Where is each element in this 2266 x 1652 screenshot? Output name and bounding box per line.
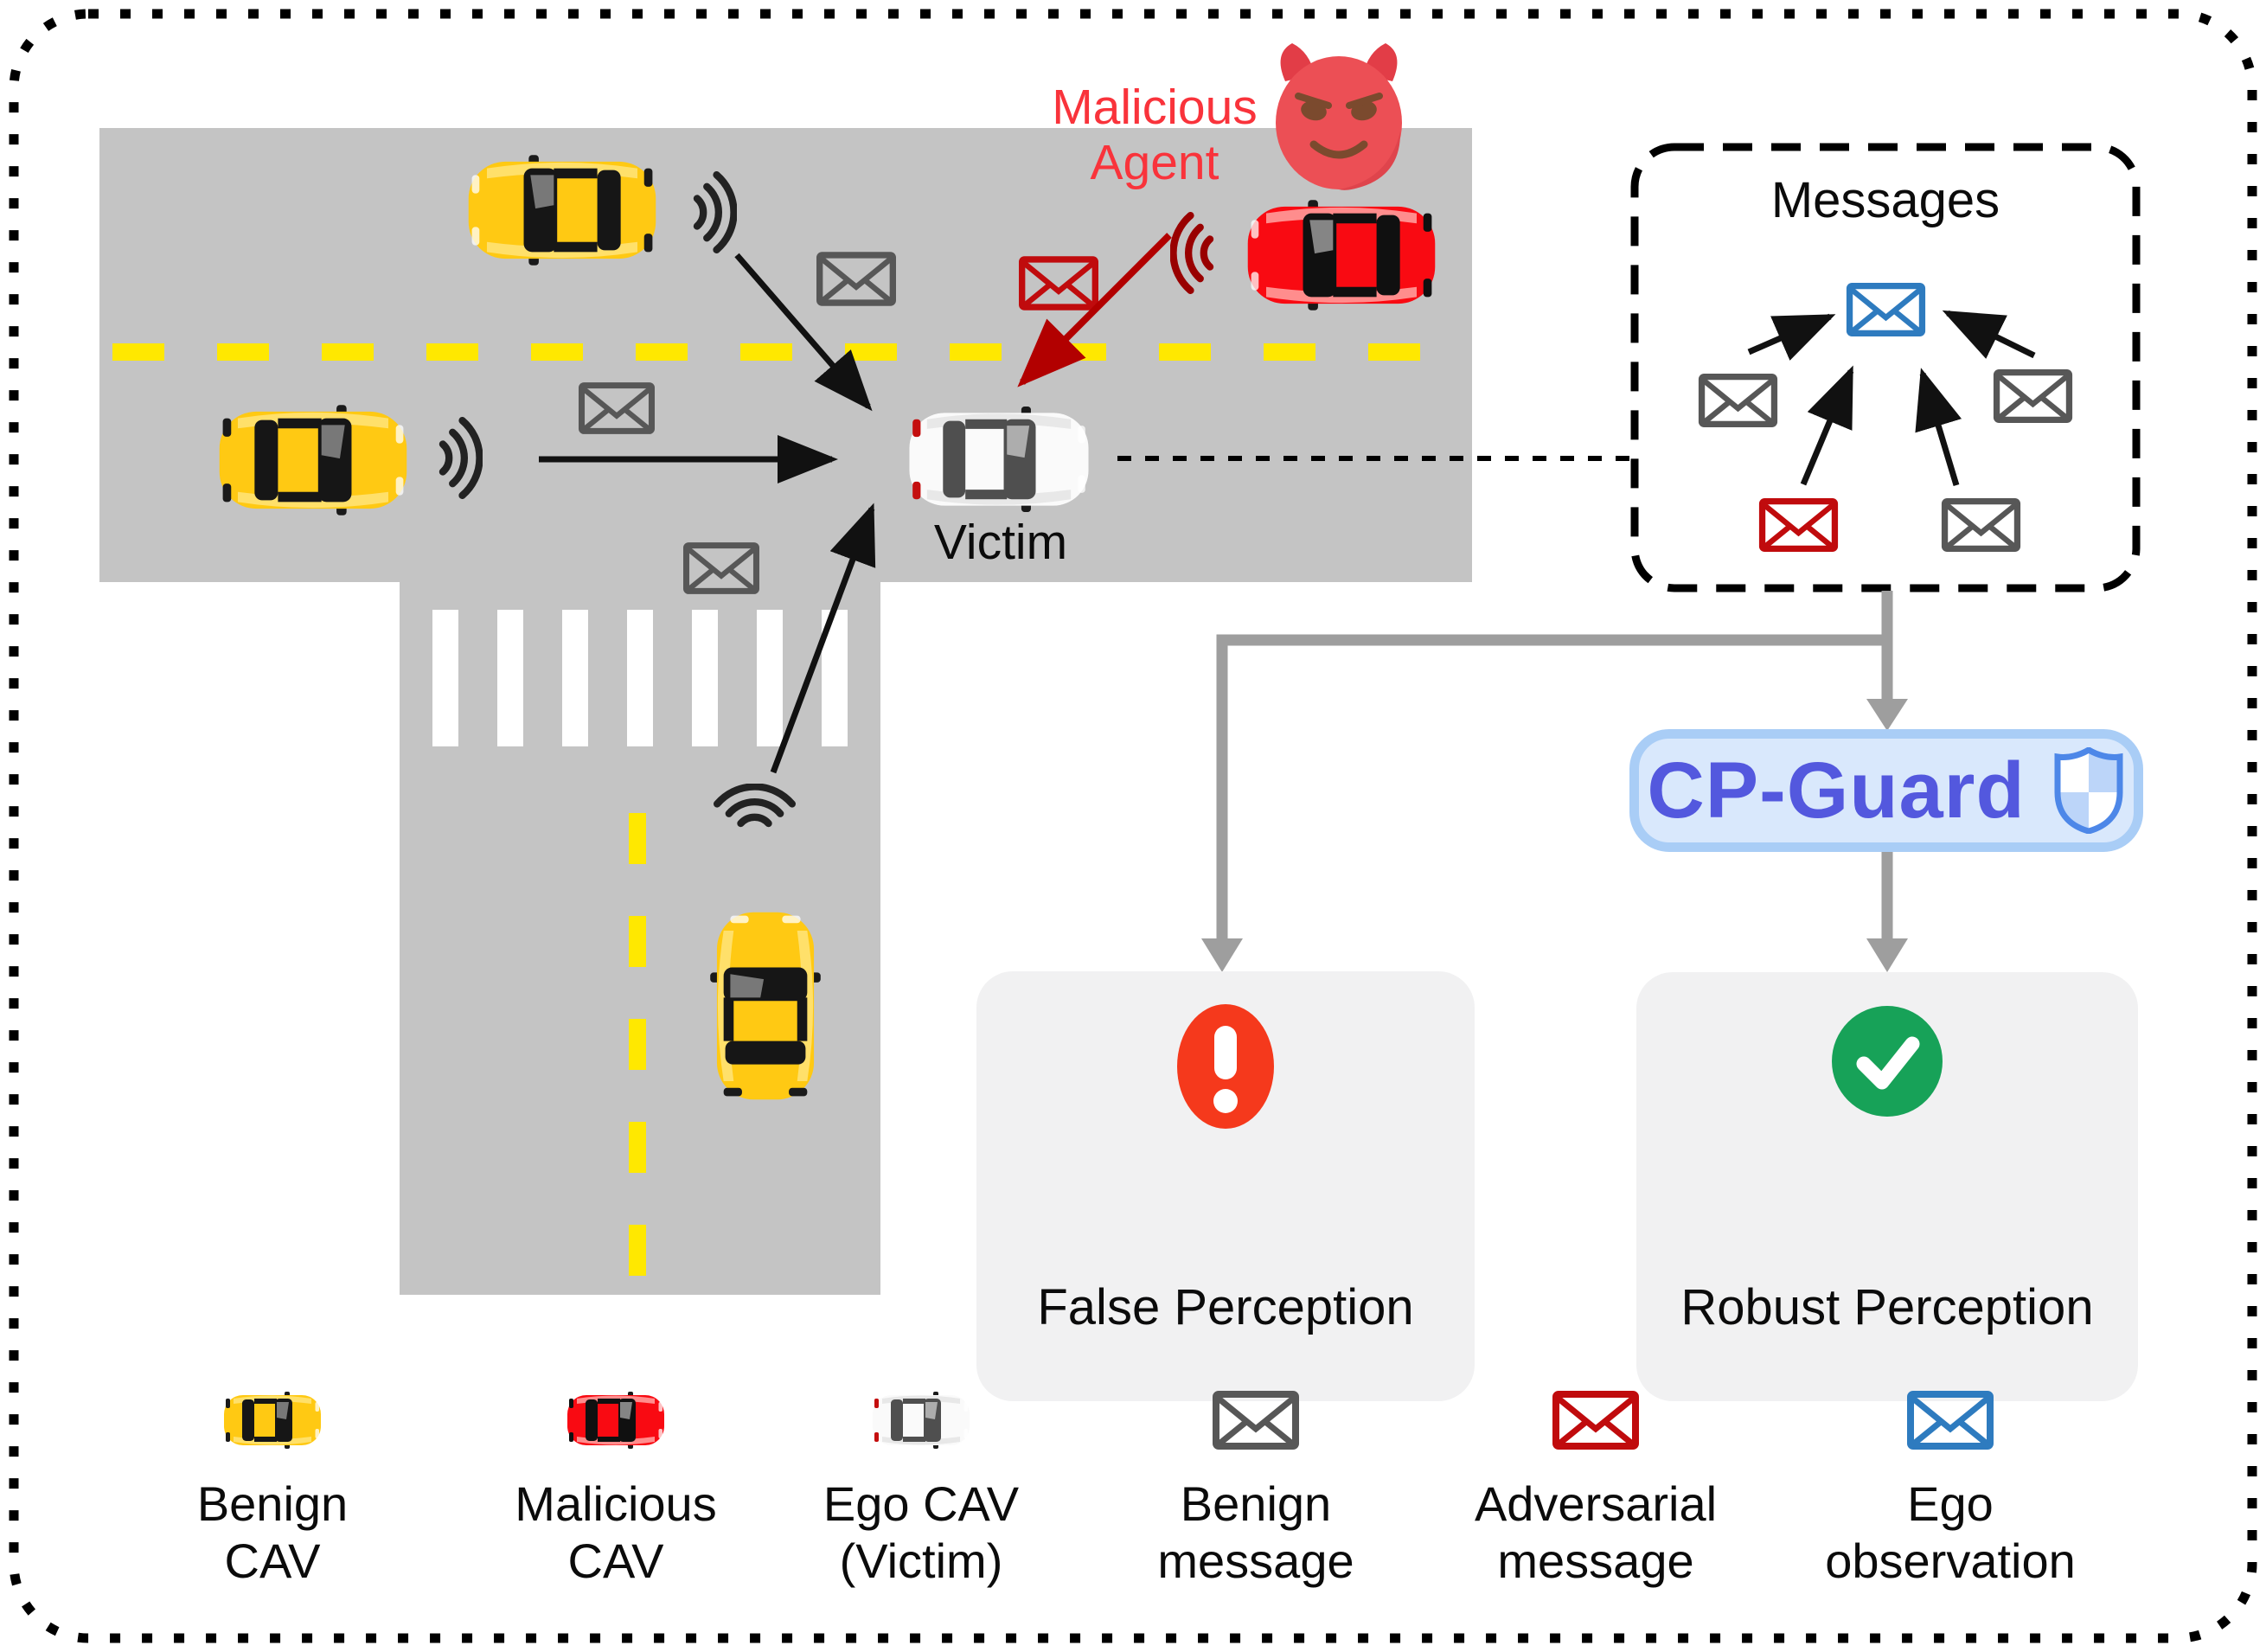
crosswalk — [432, 610, 848, 746]
benign-message-arrows — [539, 253, 876, 774]
victim-label: Victim — [933, 515, 1068, 570]
legend-label: Ego CAV (Victim) — [823, 1476, 1020, 1588]
cp-guard-label: CP-Guard — [1647, 746, 2026, 835]
devil-icon — [1276, 43, 1402, 190]
legend-label: Malicious CAV — [515, 1476, 717, 1588]
malicious-agent-label: Malicious Agent — [1052, 80, 1258, 190]
messages-title: Messages — [1770, 172, 2000, 228]
legend-label: Adversarial message — [1474, 1476, 1718, 1588]
cp-guard-module: CP-Guard — [1629, 729, 2143, 852]
legend-item-malicious-cav: Malicious CAV — [443, 1379, 789, 1590]
malicious-cav-icon — [564, 1379, 668, 1462]
robust-perception-panel: Robust Perception — [1636, 972, 2138, 1401]
ego-observation-icon — [1907, 1379, 1994, 1462]
adversarial-attack-arrow — [1017, 233, 1172, 387]
warning-icon — [1177, 1004, 1274, 1129]
malicious-cav — [1247, 200, 1436, 311]
legend-item-benign-message: Benign message — [1083, 1379, 1429, 1590]
legend-label: Benign message — [1157, 1476, 1354, 1588]
legend-label: Ego observation — [1825, 1476, 2076, 1588]
false-perception-label: False Perception — [1037, 1279, 1414, 1335]
legend-item-ego-observation: Ego observation — [1777, 1379, 2123, 1590]
legend-item-benign-cav: Benign CAV — [99, 1379, 445, 1590]
message-fusion-arrows — [1747, 310, 2036, 487]
legend-item-adversarial-message: Adversarial message — [1423, 1379, 1769, 1590]
checkmark-icon — [1832, 1006, 1943, 1117]
legend-label: Benign CAV — [196, 1476, 349, 1588]
benign-cav-bottom — [710, 912, 821, 1100]
messages-box — [1630, 143, 2141, 592]
benign-cav-icon — [221, 1379, 324, 1462]
adversarial-message-icon — [1552, 1379, 1639, 1462]
false-perception-panel: False Perception — [976, 971, 1475, 1401]
flow-arrowheads — [1201, 699, 1908, 972]
shield-icon — [2054, 747, 2123, 834]
robust-perception-label: Robust Perception — [1680, 1279, 2094, 1335]
benign-cav-left — [219, 405, 407, 515]
flow-connectors — [1216, 591, 1893, 942]
ego-cav-victim — [909, 407, 1089, 512]
benign-message-icon — [1213, 1379, 1299, 1462]
ego-cav-icon — [869, 1379, 973, 1462]
legend-item-ego-cav: Ego CAV (Victim) — [748, 1379, 1094, 1590]
benign-cav-top — [468, 155, 656, 266]
